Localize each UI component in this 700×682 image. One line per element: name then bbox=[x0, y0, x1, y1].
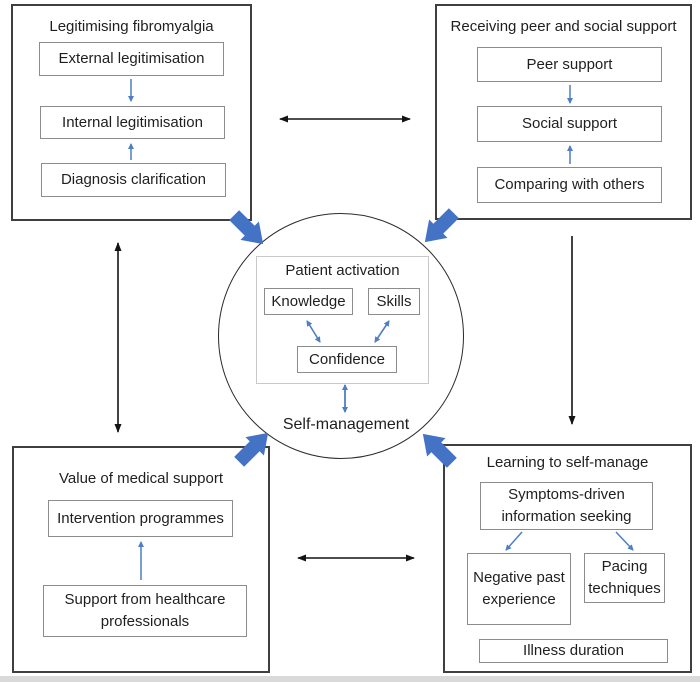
panel-title-value-of-medical-support: Value of medical support bbox=[59, 470, 223, 487]
node-diagnosis-clarification: Diagnosis clarification bbox=[41, 163, 226, 197]
node-internal-legitimisation: Internal legitimisation bbox=[40, 106, 225, 139]
figure-bottom-edge bbox=[0, 676, 700, 682]
panel-title-legitimising-fibromyalgia: Legitimising fibromyalgia bbox=[49, 18, 214, 35]
panel-title-receiving-peer-social-support: Receiving peer and social support bbox=[450, 18, 677, 35]
patient-activation-box bbox=[256, 256, 429, 384]
node-illness-duration: Illness duration bbox=[479, 639, 668, 663]
patient-activation-title: Patient activation bbox=[285, 262, 400, 279]
node-support-from-healthcare-professionals: Support from healthcare professionals bbox=[43, 585, 247, 637]
node-confidence: Confidence bbox=[297, 346, 397, 373]
node-pacing-techniques: Pacing techniques bbox=[584, 553, 665, 603]
node-symptoms-driven-information-seeking: Symptoms-driven information seeking bbox=[480, 482, 653, 530]
node-knowledge: Knowledge bbox=[264, 288, 353, 315]
node-external-legitimisation: External legitimisation bbox=[39, 42, 224, 76]
node-skills: Skills bbox=[368, 288, 420, 315]
panel-title-learning-to-self-manage: Learning to self-manage bbox=[486, 454, 649, 471]
node-peer-support: Peer support bbox=[477, 47, 662, 82]
patient-activation-circle bbox=[218, 213, 464, 459]
node-intervention-programmes: Intervention programmes bbox=[48, 500, 233, 537]
node-comparing-with-others: Comparing with others bbox=[477, 167, 662, 203]
self-management-label: Self-management bbox=[282, 416, 410, 433]
node-negative-past-experience: Negative past experience bbox=[467, 553, 571, 625]
node-social-support: Social support bbox=[477, 106, 662, 142]
